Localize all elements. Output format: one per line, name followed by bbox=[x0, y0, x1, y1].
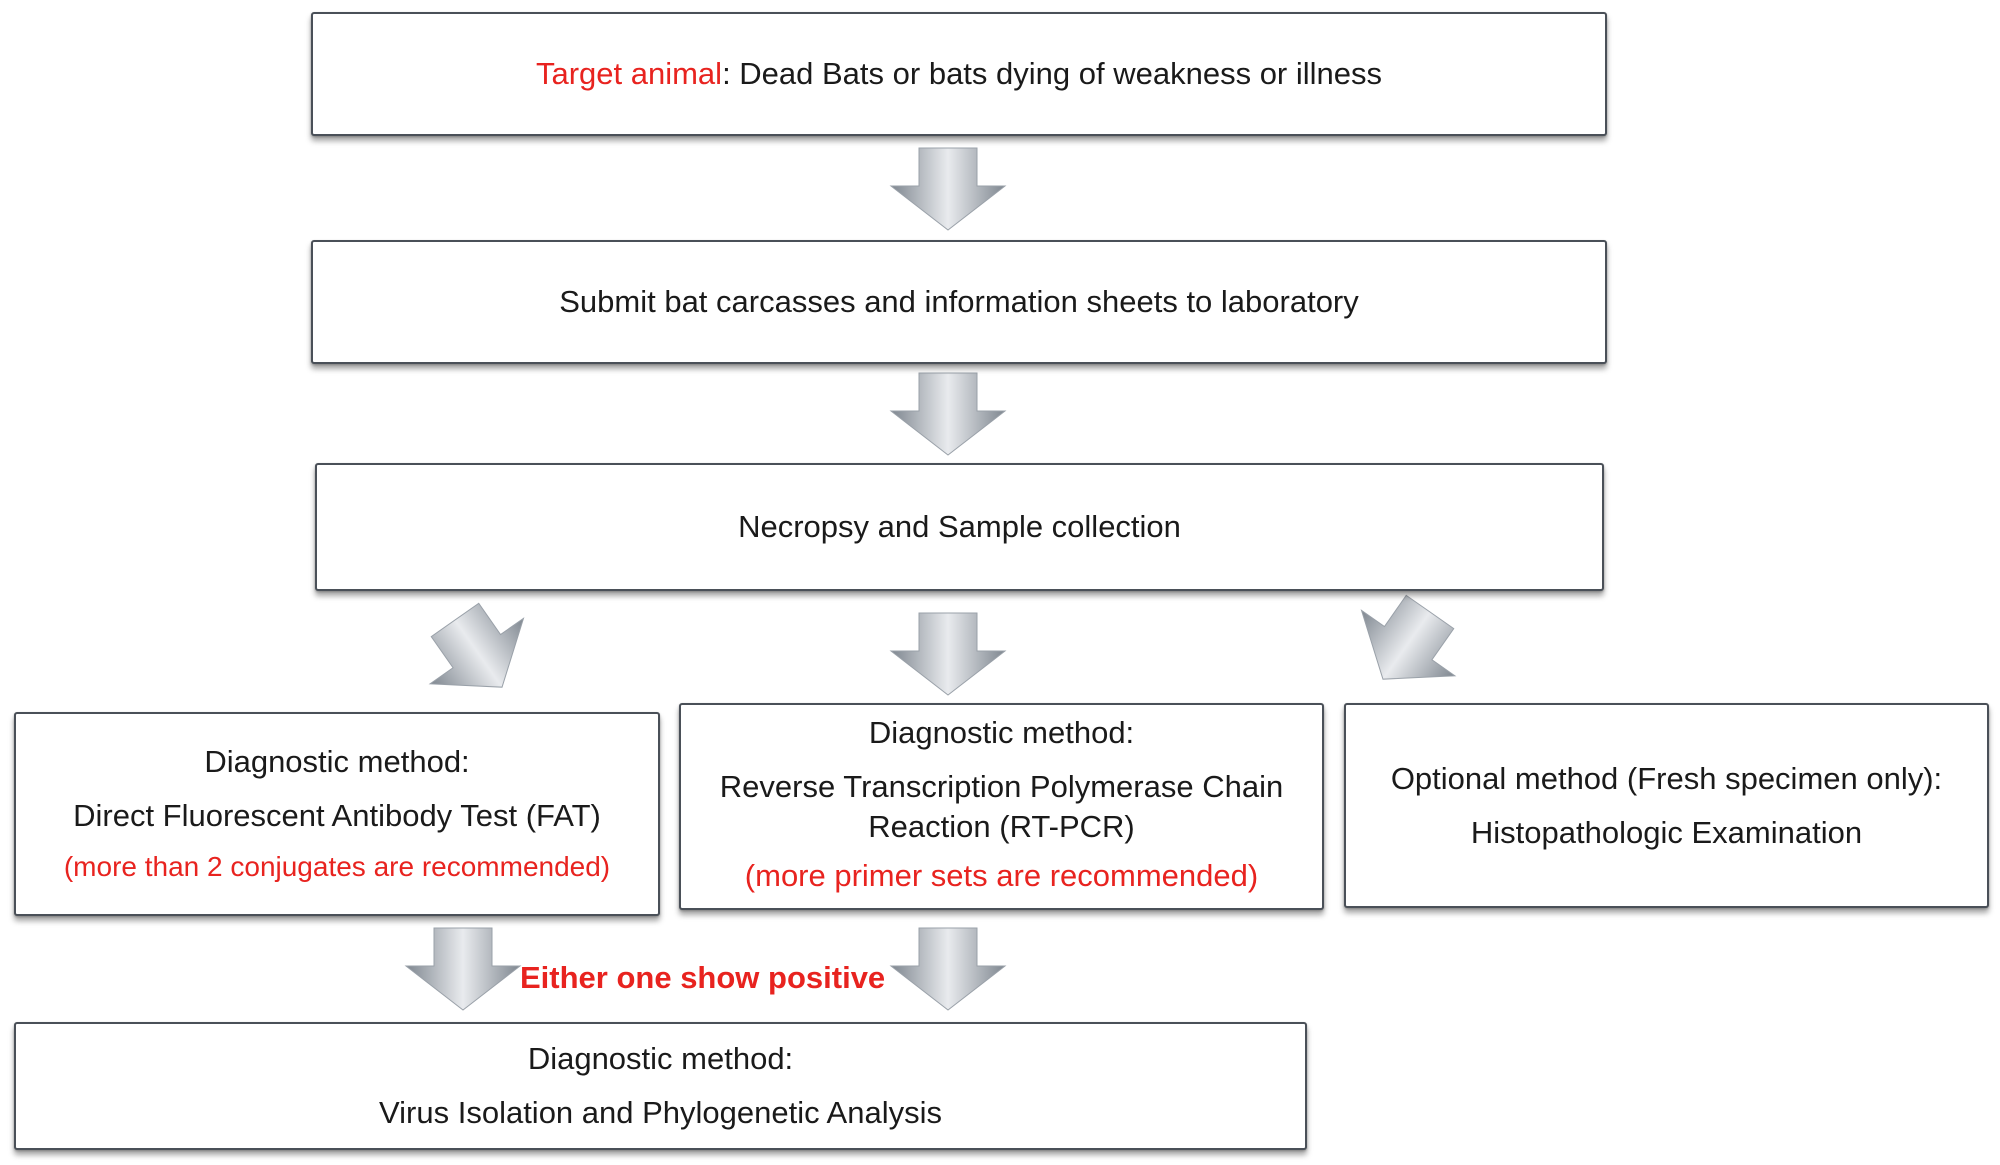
target-animal-label: Target animal bbox=[535, 56, 723, 91]
histo-method-name: Histopathologic Examination bbox=[1470, 814, 1863, 850]
histo-method-box: Optional method (Fresh specimen only): H… bbox=[1344, 703, 1989, 908]
fat-note: (more than 2 conjugates are recommended) bbox=[63, 851, 611, 882]
necropsy-box: Necropsy and Sample collection bbox=[315, 463, 1604, 591]
rtpcr-method-name-1: Reverse Transcription Polymerase Chain bbox=[719, 769, 1284, 804]
necropsy-text: Necropsy and Sample collection bbox=[738, 509, 1181, 544]
virus-heading: Diagnostic method: bbox=[527, 1041, 794, 1076]
histo-heading: Optional method (Fresh specimen only): bbox=[1390, 760, 1943, 796]
arrow-down-2 bbox=[890, 372, 1006, 456]
rtpcr-method-name-2: Reaction (RT-PCR) bbox=[868, 809, 1135, 844]
arrow-diag-left bbox=[407, 586, 550, 721]
either-positive-label: Either one show positive bbox=[520, 960, 886, 995]
fat-method-box: Diagnostic method: Direct Fluorescent An… bbox=[14, 712, 660, 916]
rtpcr-method-box: Diagnostic method: Reverse Transcription… bbox=[679, 703, 1324, 910]
virus-isolation-box: Diagnostic method: Virus Isolation and P… bbox=[14, 1022, 1307, 1150]
rtpcr-heading: Diagnostic method: bbox=[868, 715, 1135, 750]
target-animal-text: : Dead Bats or bats dying of weakness or… bbox=[722, 56, 1383, 91]
arrow-down-rtpcr bbox=[890, 927, 1006, 1011]
fat-heading: Diagnostic method: bbox=[204, 744, 470, 779]
submit-box: Submit bat carcasses and information she… bbox=[311, 240, 1607, 364]
rtpcr-note: (more primer sets are recommended) bbox=[744, 858, 1259, 893]
arrow-down-fat bbox=[405, 927, 521, 1011]
virus-method-name: Virus Isolation and Phylogenetic Analysi… bbox=[379, 1095, 942, 1130]
target-animal-box: Target animal: Dead Bats or bats dying o… bbox=[311, 12, 1607, 136]
submit-text: Submit bat carcasses and information she… bbox=[559, 284, 1359, 319]
arrow-down-1 bbox=[890, 147, 1006, 231]
arrow-diag-right bbox=[1335, 578, 1478, 713]
arrow-down-center bbox=[890, 612, 1006, 696]
fat-method-name: Direct Fluorescent Antibody Test (FAT) bbox=[73, 798, 601, 833]
